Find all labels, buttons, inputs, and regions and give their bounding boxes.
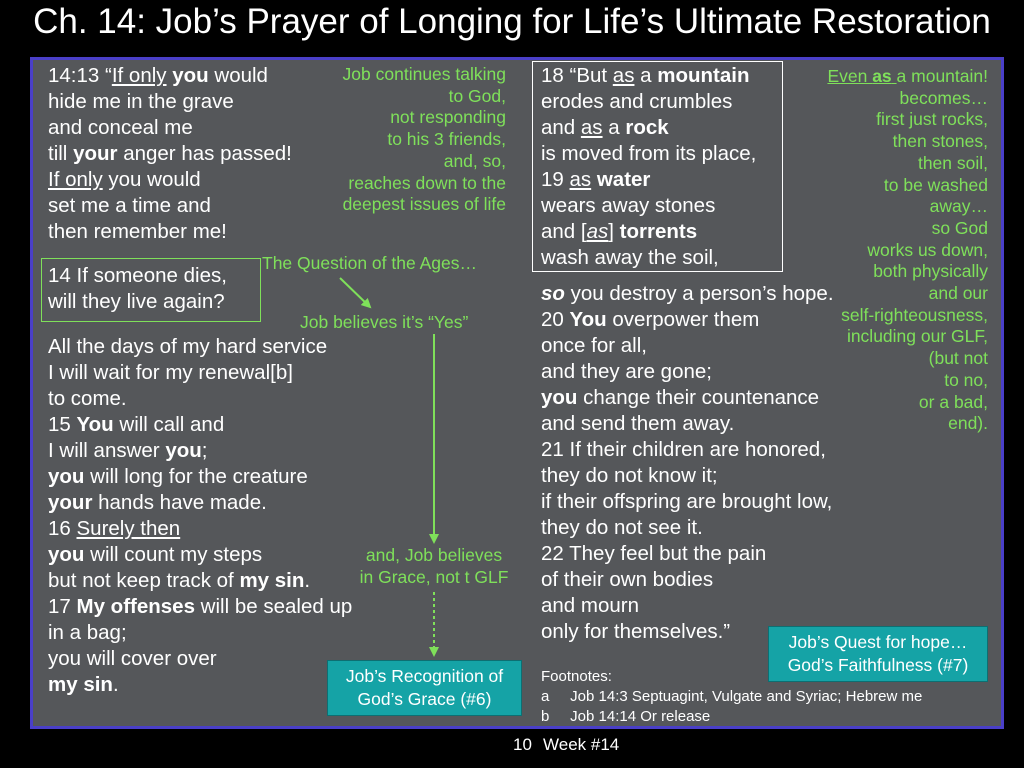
footnote-a: a Job 14:3 Septuagint, Vulgate and Syria… [541, 688, 923, 705]
verses-18-19-box [532, 61, 783, 272]
week-label: Week #14 [543, 735, 620, 754]
callout-gods-grace: Job’s Recognition of God’s Grace (#6) [327, 660, 522, 716]
slide-title: Ch. 14: Job’s Prayer of Longing for Life… [33, 2, 991, 41]
slide-panel [30, 57, 1004, 729]
note-job-believes-grace: and, Job believes in Grace, not t GLF [359, 545, 509, 587]
note-job-believes-yes: Job believes it’s “Yes” [300, 312, 469, 332]
footnote-b: b Job 14:14 Or release [541, 708, 711, 725]
page-number: 10 [513, 735, 532, 754]
callout-gods-faithfulness: Job’s Quest for hope… God’s Faithfulness… [768, 626, 988, 682]
verses-19-22-text: so you destroy a person’s hope. 20 You o… [541, 282, 834, 643]
verse-13-text: 14:13 “If only you would hide me in the … [48, 64, 292, 243]
note-even-as-mountain: Even as a mountain! becomes… first just … [827, 66, 988, 434]
note-question-of-ages: The Question of the Ages… [262, 253, 477, 273]
verses-18-19-text: 18 “But as a mountain erodes and crumble… [541, 64, 757, 269]
question-box [41, 258, 261, 322]
note-job-continues: Job continues talking to God, not respon… [342, 64, 506, 215]
verses-14-17-text: All the days of my hard service I will w… [48, 335, 353, 696]
verse-14-question: 14 If someone dies, will they live again… [48, 264, 227, 313]
footnotes-heading: Footnotes: [541, 668, 612, 685]
